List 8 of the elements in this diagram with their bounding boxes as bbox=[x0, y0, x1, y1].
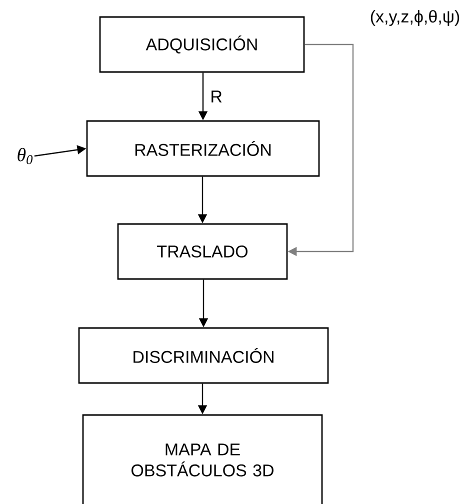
edge-label: (x,y,z,ϕ,θ,ψ) bbox=[370, 10, 460, 26]
process-box: DISCRIMINACIÓN bbox=[78, 327, 329, 384]
edge-label: R bbox=[212, 90, 222, 102]
process-box: ADQUISICIÓN bbox=[99, 16, 305, 73]
process-box: MAPA DE OBSTÁCULOS 3D bbox=[82, 414, 323, 504]
input-symbol: θ$_{0}$ bbox=[18, 148, 33, 164]
process-box: TRASLADO bbox=[117, 223, 288, 280]
process-box: RASTERIZACIÓN bbox=[86, 120, 320, 177]
